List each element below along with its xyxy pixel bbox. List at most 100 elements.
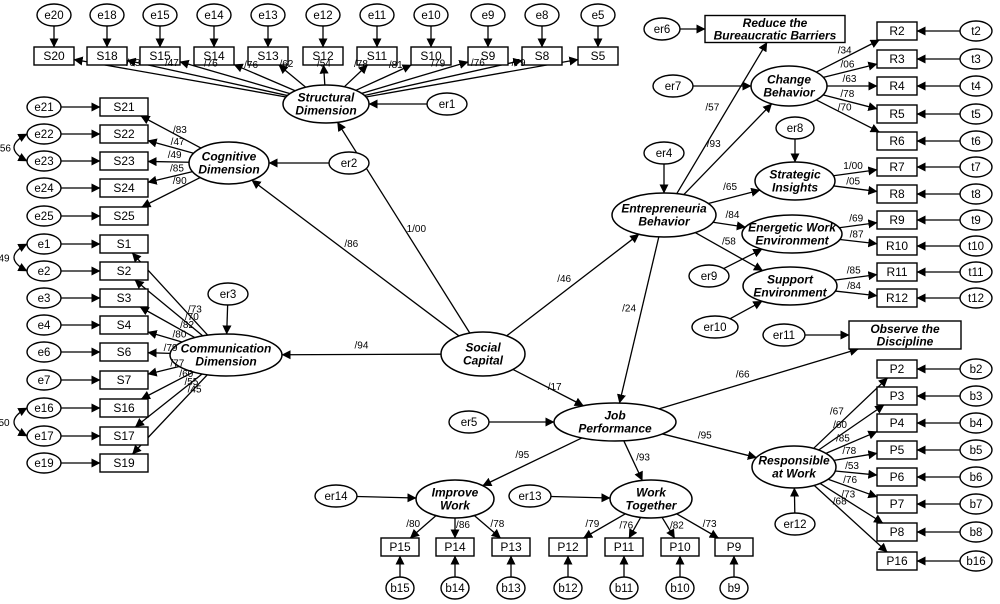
error-label: t7 [971,162,981,174]
path-WT-P9 [676,513,719,539]
coef-SD-S14: /76 [244,60,258,71]
indicator-label: P7 [890,497,905,511]
error-label: e19 [34,458,53,470]
error-term-b6: b6 [959,466,993,488]
coef-SD-S8: /76 [471,58,485,69]
indicator-S23: S23 [99,151,149,171]
coef-RW-P6: /53 [845,461,859,472]
coef-JP-OD: /66 [736,370,750,381]
latent-label: Support [767,273,814,287]
error-label: b12 [558,583,577,595]
coef-SD-S15: /76 [204,59,218,70]
path-IW-P13 [473,515,501,539]
coef-RW-P5: /78 [842,446,856,457]
error-term-e18: e18 [89,3,125,27]
coef-RW-P16: /68 [833,497,847,508]
coef-CB-R6: /70 [838,102,852,113]
coef-SC-CM: /94 [355,340,369,351]
path-RW-P7 [827,478,878,499]
error-term-t7: t7 [959,156,993,178]
indicator-label: R4 [889,79,905,93]
error-term-e10: e10 [413,3,449,27]
path-RW-P8 [819,482,884,524]
latent-label: Capital [463,354,504,368]
indicator-label: R2 [889,24,905,38]
error-link-er13 [550,493,611,503]
indicator-label: P3 [890,389,905,403]
error-term-e5: e5 [580,3,616,27]
error-term-e19: e19 [26,452,62,474]
error-label: e7 [38,375,51,387]
path-SI-R8 [833,185,878,195]
path-EW-R9 [839,219,878,229]
latent-label: Social [465,341,501,355]
indicator-label: S22 [113,127,135,141]
error-term-e20: e20 [36,3,72,27]
error-label: er6 [654,24,671,36]
indicator-label: S7 [117,373,132,387]
path-SD-S20 [73,56,287,98]
coef-EB-EW: /84 [726,210,740,221]
coef-JP-WT: /93 [636,453,650,464]
error-label: e20 [44,10,63,22]
coef-CM-S17: /55 [184,377,198,388]
error-label: e21 [34,102,53,114]
latent-label: Performance [578,422,652,436]
indicator-R4: R4 [876,76,918,96]
coef-SE-R11: /85 [847,266,861,277]
error-label: t12 [968,293,984,305]
error-term-er2: er2 [328,151,370,175]
error-term-er5: er5 [448,410,490,434]
error-label: e15 [150,10,169,22]
error-term-e9: e9 [470,3,506,27]
error-term-b14: b14 [440,576,470,600]
indicator-label: S17 [113,429,135,443]
indicator-label: R12 [886,291,908,305]
indicator-label: P12 [557,540,579,554]
error-term-er3: er3 [207,282,249,306]
indicator-label: S8 [535,49,550,63]
path-CM-S16 [140,371,194,400]
error-label: e2 [38,266,51,278]
indicator-S13: S13 [247,46,289,66]
coef-cov-e1-e2: 49 [0,254,10,265]
indicator-label: P2 [890,362,905,376]
path-JP-RW [662,433,757,460]
indicator-P12: P12 [548,537,588,557]
indicator-R2: R2 [876,21,918,41]
path-EB-SI [708,187,761,205]
error-label: b3 [970,391,983,403]
path-EW-R10 [839,238,878,248]
latent-label: Work [440,499,471,513]
indicator-S24: S24 [99,178,149,198]
coef-JP-RW: /95 [698,431,712,442]
path-JP-WT [623,440,643,481]
latent-label: Dimension [295,104,356,118]
path-SD-S11 [343,64,368,88]
outcome-box-label: Bureaucratic Barriers [714,28,837,42]
indicator-label: R7 [889,160,905,174]
coef-CB-R4: /63 [843,74,857,85]
coef-RW-P7: /76 [843,475,857,486]
error-label: b9 [728,583,741,595]
indicator-label: R8 [889,187,905,201]
error-label: er10 [703,322,726,334]
coef-SD-S12: /54 [317,59,331,70]
error-term-b8: b8 [959,521,993,543]
indicator-R12: R12 [876,288,918,308]
error-label: er14 [324,491,348,503]
indicator-label: S1 [117,237,132,251]
error-label: e4 [38,320,51,332]
coef-SD-S13: /62 [279,59,293,70]
error-term-e21: e21 [26,96,62,118]
coef-WT-P12: /79 [585,519,599,530]
error-label: e25 [34,211,53,223]
latent-label: Work [636,486,667,500]
covariance-e22-e23 [13,133,28,162]
latent-label: Behavior [638,215,691,229]
latent-label: Dimension [195,355,256,369]
